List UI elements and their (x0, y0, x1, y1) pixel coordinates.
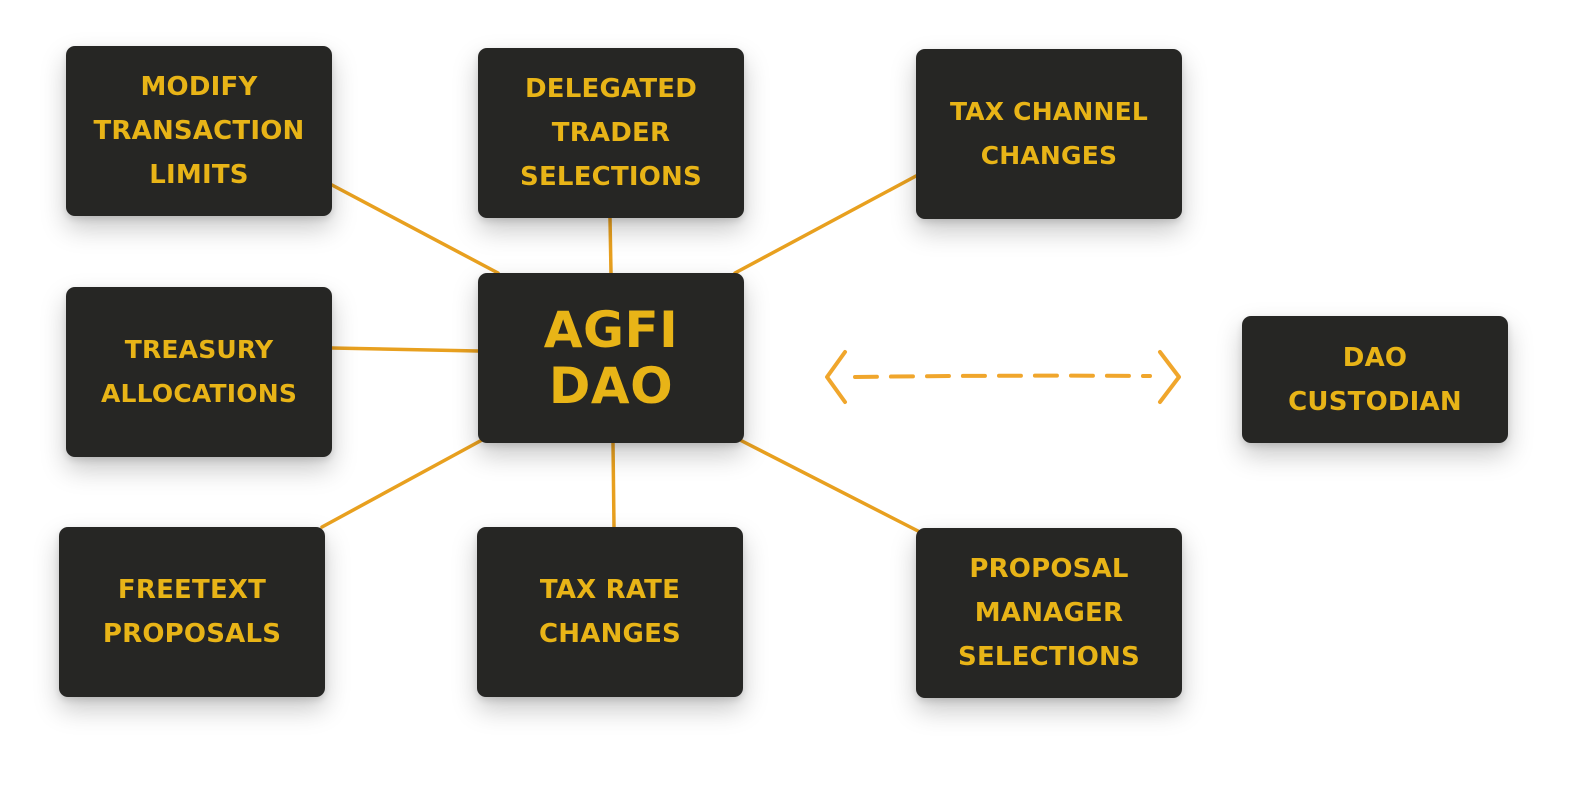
connector-proposal-manager-selections (738, 438, 920, 533)
connector-freetext-proposals (320, 438, 484, 529)
connector-tax-rate-changes (611, 441, 616, 529)
node-label-treasury-allocations: TREASURY ALLOCATIONS (100, 335, 298, 408)
left-arrowhead-icon (825, 350, 847, 404)
node-label-agfi-dao: AGFI DAO (543, 301, 679, 415)
node-label-proposal-manager-selections: PROPOSAL MANAGER SELECTIONS (958, 554, 1140, 672)
node-treasury-allocations: TREASURY ALLOCATIONS (66, 287, 332, 457)
node-freetext-proposals: FREETEXT PROPOSALS (59, 527, 325, 697)
connector-tax-channel-changes (733, 174, 918, 275)
node-dao-custodian: DAO CUSTODIAN (1242, 316, 1508, 443)
node-label-dao-custodian: DAO CUSTODIAN (1288, 342, 1462, 417)
connector-treasury-allocations (330, 346, 480, 353)
node-label-tax-rate-changes: TAX RATE CHANGES (539, 575, 681, 649)
node-label-tax-channel-changes: TAX CHANNEL CHANGES (949, 97, 1149, 170)
arrow-dashed-shaft (853, 373, 1152, 379)
node-label-modify-transaction-limits: MODIFY TRANSACTION LIMITS (93, 72, 305, 190)
node-agfi-dao: AGFI DAO (478, 273, 744, 443)
connector-modify-transaction-limits (330, 183, 500, 275)
node-delegated-trader-selections: DELEGATED TRADER SELECTIONS (478, 48, 744, 218)
node-tax-channel-changes: TAX CHANNEL CHANGES (916, 49, 1182, 219)
node-label-delegated-trader-selections: DELEGATED TRADER SELECTIONS (520, 74, 702, 192)
node-proposal-manager-selections: PROPOSAL MANAGER SELECTIONS (916, 528, 1182, 698)
node-tax-rate-changes: TAX RATE CHANGES (477, 527, 743, 697)
node-label-freetext-proposals: FREETEXT PROPOSALS (102, 575, 282, 649)
node-modify-transaction-limits: MODIFY TRANSACTION LIMITS (66, 46, 332, 216)
connector-delegated-trader-selections (608, 216, 613, 275)
dao-custodian-relationship-arrow (825, 350, 1181, 404)
right-arrowhead-icon (1158, 350, 1181, 404)
